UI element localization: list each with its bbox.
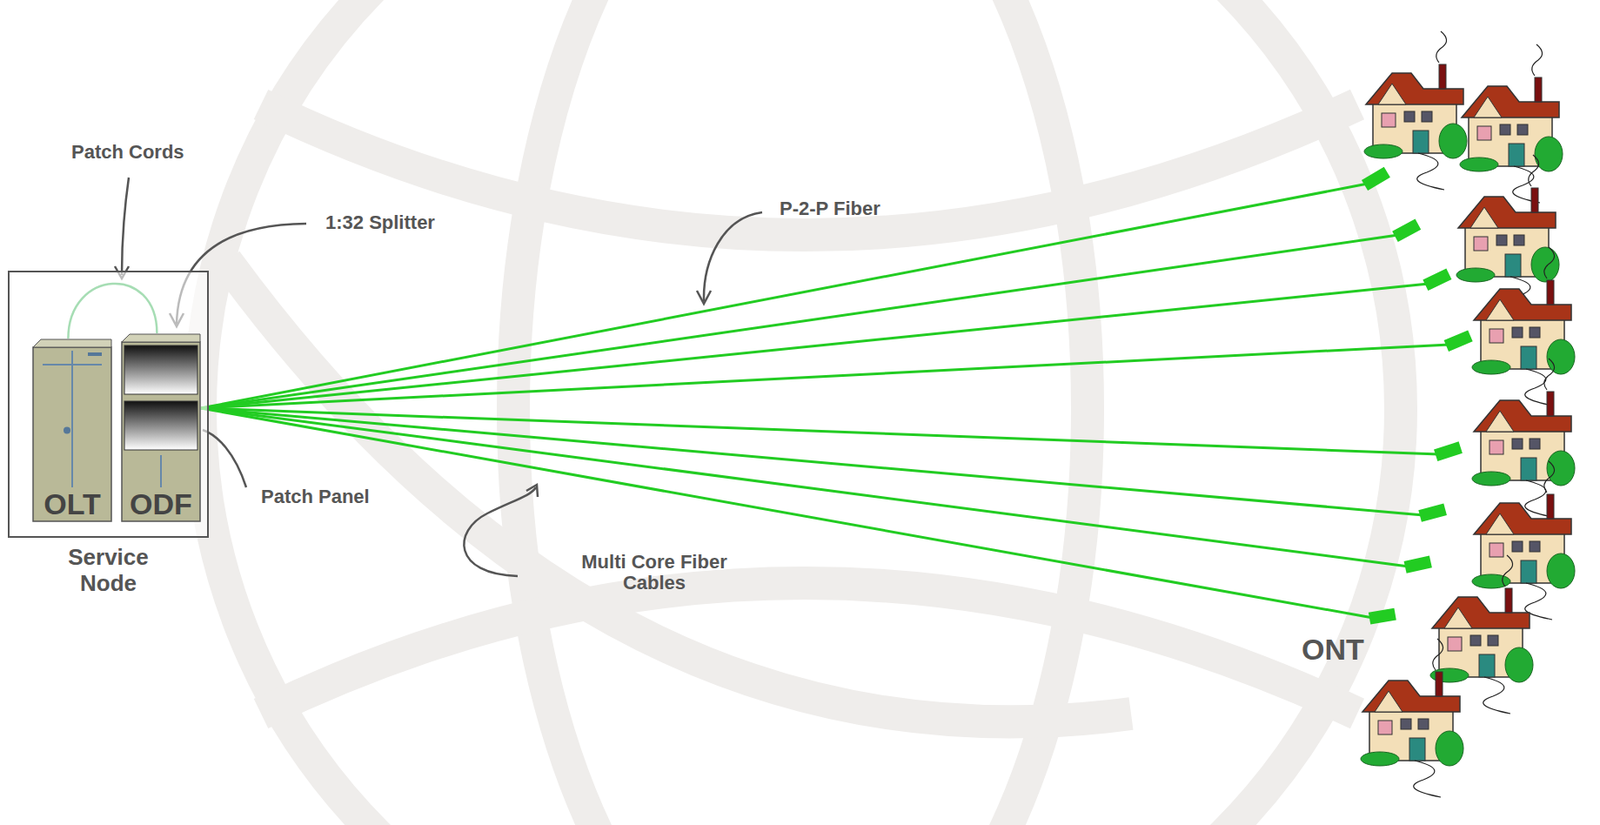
ont-marker bbox=[1418, 503, 1447, 523]
node-heading: Service Node bbox=[43, 544, 175, 597]
ont-marker bbox=[1433, 441, 1463, 462]
fiber bbox=[200, 408, 1409, 567]
house bbox=[1364, 31, 1467, 190]
cabinet: OLT bbox=[32, 338, 113, 523]
fiber-lines bbox=[200, 183, 1450, 618]
ont-marker bbox=[1422, 267, 1452, 291]
house bbox=[1472, 247, 1575, 406]
house bbox=[1459, 44, 1563, 203]
patch-panel bbox=[124, 345, 198, 395]
ont-marker bbox=[1404, 555, 1433, 574]
cabinet-label: ODF bbox=[120, 488, 201, 519]
ont-marker bbox=[1392, 219, 1421, 243]
leader-lines bbox=[114, 177, 763, 576]
patch-panel bbox=[124, 401, 198, 450]
ont-marker bbox=[1368, 608, 1397, 625]
callout-label: Patch Panel bbox=[261, 486, 370, 508]
cabinet-label: OLT bbox=[32, 488, 113, 519]
fiber bbox=[200, 408, 1373, 618]
houses bbox=[1360, 31, 1575, 797]
callout-label: 1:32 Splitter bbox=[325, 212, 436, 234]
fiber bbox=[200, 234, 1399, 409]
house bbox=[1472, 358, 1575, 517]
ont-marker bbox=[1444, 329, 1473, 352]
callout-label: Multi Core Fiber Cables bbox=[571, 551, 737, 594]
cabinet: ODF bbox=[120, 333, 201, 523]
house bbox=[1472, 461, 1575, 620]
fiber bbox=[200, 408, 1424, 516]
house bbox=[1360, 638, 1464, 797]
callout-label: P-2-P Fiber bbox=[779, 198, 881, 220]
fiber bbox=[200, 183, 1368, 409]
ont-markers bbox=[1361, 167, 1473, 625]
house bbox=[1430, 555, 1534, 714]
callout-label: Patch Cords bbox=[71, 141, 185, 163]
fiber bbox=[200, 344, 1450, 409]
callout-label: ONT bbox=[1301, 633, 1365, 666]
fiber bbox=[200, 283, 1429, 409]
globe-watermark bbox=[200, 0, 1401, 825]
service-node-box: Service NodeOLTODF bbox=[7, 270, 209, 538]
ont-marker bbox=[1361, 167, 1391, 191]
